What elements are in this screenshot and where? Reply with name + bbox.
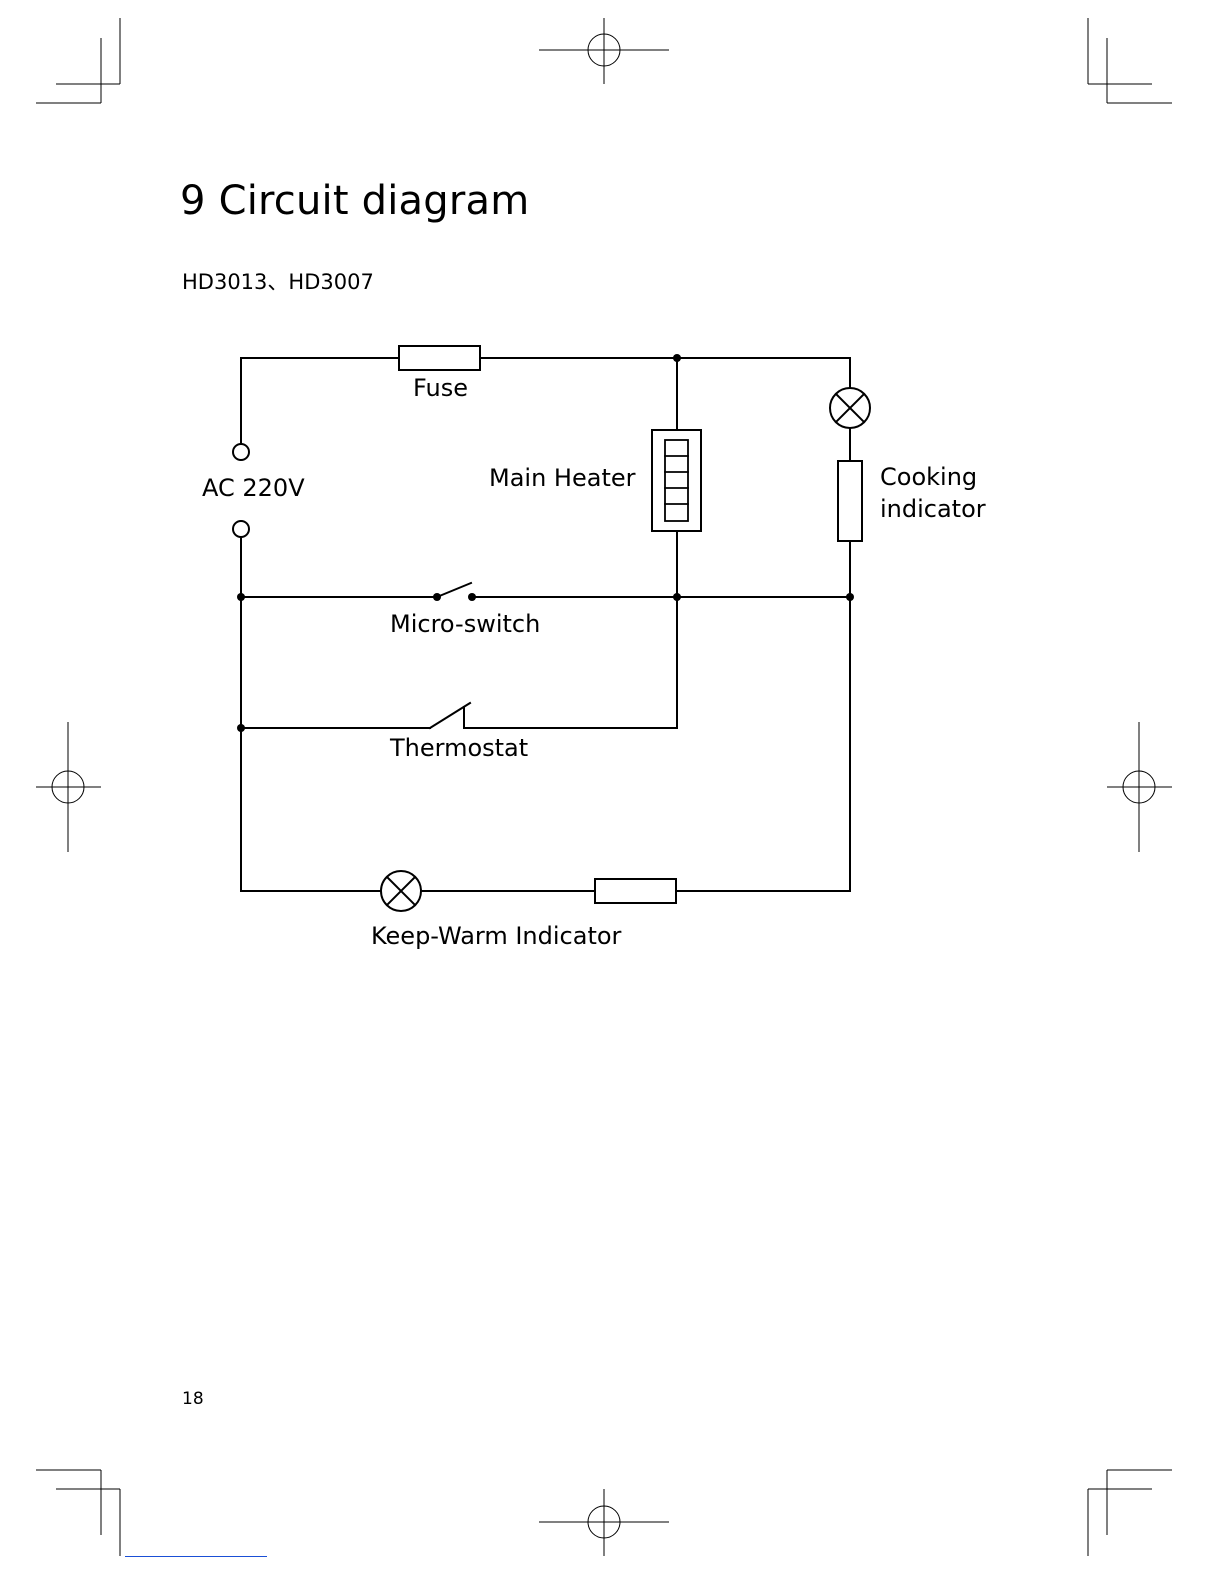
cooking-indicator-label-line2: indicator bbox=[880, 495, 986, 523]
keep-warm-indicator-label: Keep-Warm Indicator bbox=[371, 922, 621, 950]
junction-dot bbox=[433, 593, 441, 601]
micro-switch-label: Micro-switch bbox=[390, 610, 540, 638]
ac-source-label: AC 220V bbox=[202, 474, 305, 502]
junction-dot bbox=[846, 593, 854, 601]
junction-dot bbox=[468, 593, 476, 601]
bottom-accent-line bbox=[125, 1556, 267, 1557]
ac-terminal-bottom bbox=[233, 521, 249, 537]
thermostat-label: Thermostat bbox=[390, 734, 528, 762]
fuse-symbol bbox=[399, 346, 480, 370]
junction-dot bbox=[673, 354, 681, 362]
wire-top-left bbox=[241, 358, 399, 444]
junction-dot bbox=[673, 593, 681, 601]
page-number: 18 bbox=[182, 1389, 204, 1409]
cooking-resistor-symbol bbox=[838, 461, 862, 541]
junction-dot bbox=[237, 724, 245, 732]
cooking-indicator-label-line1: Cooking bbox=[880, 463, 977, 491]
cooking-lamp-symbol bbox=[830, 388, 870, 428]
keep-warm-lamp-symbol bbox=[381, 871, 421, 911]
fuse-label: Fuse bbox=[413, 374, 468, 402]
main-heater-label: Main Heater bbox=[489, 464, 635, 492]
heater-element bbox=[665, 440, 688, 521]
micro-switch-blade bbox=[437, 583, 471, 597]
ac-terminal-top bbox=[233, 444, 249, 460]
main-heater-symbol bbox=[652, 430, 701, 531]
keep-warm-resistor-symbol bbox=[595, 879, 676, 903]
junction-dot bbox=[237, 593, 245, 601]
